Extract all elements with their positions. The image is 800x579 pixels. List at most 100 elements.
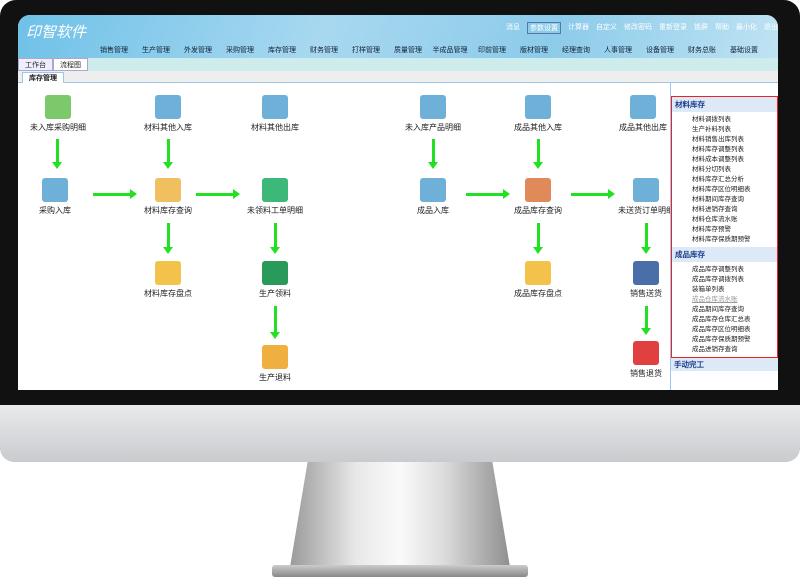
menu-item[interactable]: 设备管理 <box>646 46 674 54</box>
node-production-return[interactable]: 生产退料 <box>225 345 325 383</box>
panel-link[interactable]: 成品库存调拨列表 <box>692 275 744 283</box>
menu-item[interactable]: 外发管理 <box>184 46 212 54</box>
panel-link[interactable]: 材料成本调整列表 <box>692 155 744 163</box>
truck-icon <box>633 261 659 285</box>
node-product-stock-query[interactable]: 成品库存查询 <box>488 178 588 216</box>
panel-link[interactable]: 材料期间库存查询 <box>692 195 744 203</box>
flow-arrow <box>196 189 240 199</box>
menu-item[interactable]: 库存管理 <box>268 46 296 54</box>
tab-workbench[interactable]: 工作台 <box>18 58 53 71</box>
node-material-other-in[interactable]: 材料其他入库 <box>118 95 218 133</box>
menu-item[interactable]: 印前管理 <box>478 46 506 54</box>
menu-item[interactable]: 人事管理 <box>604 46 632 54</box>
toolbar-relogin[interactable]: 重新登录 <box>659 23 687 31</box>
magnifier-doc-icon <box>45 95 71 119</box>
toolbar-help[interactable]: 帮助 <box>715 23 729 31</box>
app-logo: 印智软件 <box>26 23 87 41</box>
node-material-other-out[interactable]: 材料其他出库 <box>225 95 325 133</box>
subtab-bar: 库存管理 <box>18 71 778 83</box>
flow-arrow <box>163 139 173 169</box>
panel-link[interactable]: 材料仓库流水账 <box>692 215 738 223</box>
node-product-other-out[interactable]: 成品其他出库 <box>593 95 693 133</box>
toolbar-minimize[interactable]: 最小化 <box>736 23 757 31</box>
tab-flowchart[interactable]: 流程图 <box>53 58 88 71</box>
side-panel: 材料库存 材料调拨列表生产补料列表材料销售出库列表材料库存调整列表材料成本调整列… <box>670 83 778 390</box>
panel-link[interactable]: 材料库存汇总分析 <box>692 175 744 183</box>
panel-link[interactable]: 材料库存保质期预警 <box>692 235 751 243</box>
subtab-inventory[interactable]: 库存管理 <box>22 72 64 83</box>
toolbar-calculator[interactable]: 计算器 <box>568 23 589 31</box>
house-clipboard-icon <box>262 95 288 119</box>
calculator-icon <box>525 261 551 285</box>
menu-item[interactable]: 销售管理 <box>100 46 128 54</box>
toolbar-lock[interactable]: 锁屏 <box>694 23 708 31</box>
house-clipboard-icon <box>630 95 656 119</box>
menu-item[interactable]: 质量管理 <box>394 46 422 54</box>
monitor-stand <box>290 462 510 567</box>
menu-item[interactable]: 采购管理 <box>226 46 254 54</box>
menu-item[interactable]: 版材管理 <box>520 46 548 54</box>
node-product-stocktake[interactable]: 成品库存盘点 <box>488 261 588 299</box>
panel-link[interactable]: 材料库存调整列表 <box>692 145 744 153</box>
panel-link[interactable]: 材料销售出库列表 <box>692 135 744 143</box>
node-unissued-workorder[interactable]: 未领料工单明细 <box>225 178 325 216</box>
house-clipboard-icon <box>42 178 68 202</box>
panel-link[interactable]: 材料进销存查询 <box>692 205 738 213</box>
panel-link[interactable]: 成品库存保质期预警 <box>692 335 751 343</box>
house-clipboard-icon <box>420 178 446 202</box>
panel-link[interactable]: 材料分切列表 <box>692 165 731 173</box>
menu-item[interactable]: 财务管理 <box>310 46 338 54</box>
panel-link[interactable]: 成品进销存查询 <box>692 345 738 353</box>
toolbar-change-password[interactable]: 修改密码 <box>624 23 652 31</box>
group-title-manual-complete[interactable]: 手动完工 <box>671 358 778 371</box>
node-undelivered-orders[interactable]: 未送货订单明细 <box>596 178 696 216</box>
node-material-stock-query[interactable]: 材料库存查询 <box>118 178 218 216</box>
panel-link[interactable]: 成品库存调整列表 <box>692 265 744 273</box>
panel-link[interactable]: 生产补料列表 <box>692 125 731 133</box>
node-production-issue[interactable]: 生产领料 <box>225 261 325 299</box>
toolbar-messages[interactable]: 消息 <box>506 23 520 31</box>
panel-link[interactable]: 成品仓库流水账 <box>692 295 738 303</box>
group-title[interactable]: 材料库存 <box>672 97 777 112</box>
document-list-icon <box>262 178 288 202</box>
tab-bar: 工作台 流程图 <box>18 58 778 71</box>
menu-item[interactable]: 半成品管理 <box>432 46 468 54</box>
menu-item[interactable]: 系统 <box>765 45 778 55</box>
panel-link[interactable]: 成品期间库存查询 <box>692 305 744 313</box>
menu-item[interactable]: 财务总账 <box>688 46 716 54</box>
flow-arrow <box>571 189 615 199</box>
menu-item[interactable]: 经理查询 <box>562 46 590 54</box>
toolbar-settings[interactable]: 参数设置 <box>527 22 561 34</box>
node-unreceived-product[interactable]: 未入库产品明细 <box>383 95 483 133</box>
panel-link[interactable]: 材料调拨列表 <box>692 115 731 123</box>
panel-link[interactable]: 材料库存区位明细表 <box>692 185 751 193</box>
main-menu: 销售管理 生产管理 外发管理 采购管理 库存管理 财务管理 打样管理 质量管理 半成品管理 印前管… <box>93 45 778 55</box>
flow-arrow <box>533 223 543 254</box>
flow-arrow <box>270 306 280 339</box>
panel-link[interactable]: 成品库存仓库汇总表 <box>692 315 751 323</box>
group-title[interactable]: 成品库存 <box>672 247 777 262</box>
node-sales-return[interactable]: 销售退货 <box>596 341 696 379</box>
flow-arrow <box>93 189 137 199</box>
menu-item[interactable]: 打样管理 <box>352 46 380 54</box>
node-product-receipt[interactable]: 成品入库 <box>383 178 483 216</box>
bar-chart-icon <box>525 178 551 202</box>
node-material-stocktake[interactable]: 材料库存盘点 <box>118 261 218 299</box>
node-product-other-in[interactable]: 成品其他入库 <box>488 95 588 133</box>
panel-link[interactable]: 成品库存区位明细表 <box>692 325 751 333</box>
calculator-icon <box>155 261 181 285</box>
node-purchase-receipt[interactable]: 采购入库 <box>18 178 105 216</box>
flow-arrow <box>641 223 651 254</box>
flow-arrow <box>466 189 510 199</box>
return-box-icon <box>262 345 288 369</box>
toolbar-exit[interactable]: 退出 <box>764 23 778 31</box>
panel-link[interactable]: 装箱单列表 <box>692 285 725 293</box>
node-sales-delivery[interactable]: 销售送货 <box>596 261 696 299</box>
menu-item[interactable]: 基础设置 <box>730 46 758 54</box>
box-search-icon <box>155 178 181 202</box>
toolbar: 消息 参数设置 计算器 自定义 修改密码 重新登录 锁屏 帮助 最小化 退出 <box>506 22 778 34</box>
menu-item[interactable]: 生产管理 <box>142 46 170 54</box>
node-unreceived-purchase[interactable]: 未入库采购明细 <box>18 95 108 133</box>
panel-link[interactable]: 材料库存预警 <box>692 225 731 233</box>
toolbar-customize[interactable]: 自定义 <box>596 23 617 31</box>
